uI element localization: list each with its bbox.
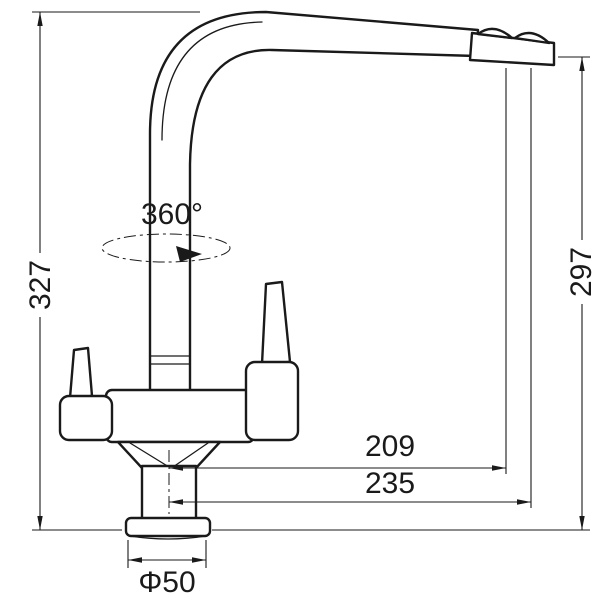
aerator-cap-left: [476, 27, 514, 40]
base-bottom-curve: [129, 535, 207, 540]
center-body: [104, 388, 256, 444]
dim-spout-reach: 209: [365, 430, 415, 463]
funnel-v-line-left: [129, 442, 170, 468]
dim-spout-height: 297: [565, 247, 598, 297]
swivel-arrow-icon: [176, 246, 202, 262]
dimensions-group: 327 297 209 235 Φ50: [24, 11, 598, 599]
swivel-ellipse: [101, 233, 231, 263]
left-handle-lever: [68, 346, 94, 400]
swivel-annotation-group: 360°: [101, 198, 231, 263]
dim-total-height: 327: [24, 260, 57, 310]
funnel-v-line-right: [172, 442, 209, 468]
right-valve-hub: [244, 360, 300, 442]
swivel-label: 360°: [141, 198, 203, 231]
dim-base-diameter: Φ50: [138, 566, 195, 599]
base-flange: [124, 516, 212, 538]
dim-overall-reach: 235: [365, 467, 415, 500]
spout-shading-line: [161, 21, 263, 141]
left-valve-hub: [58, 394, 114, 442]
aerator-cap-right: [513, 31, 551, 45]
right-handle-lever: [260, 280, 292, 366]
faucet-outline-group: [58, 10, 556, 540]
